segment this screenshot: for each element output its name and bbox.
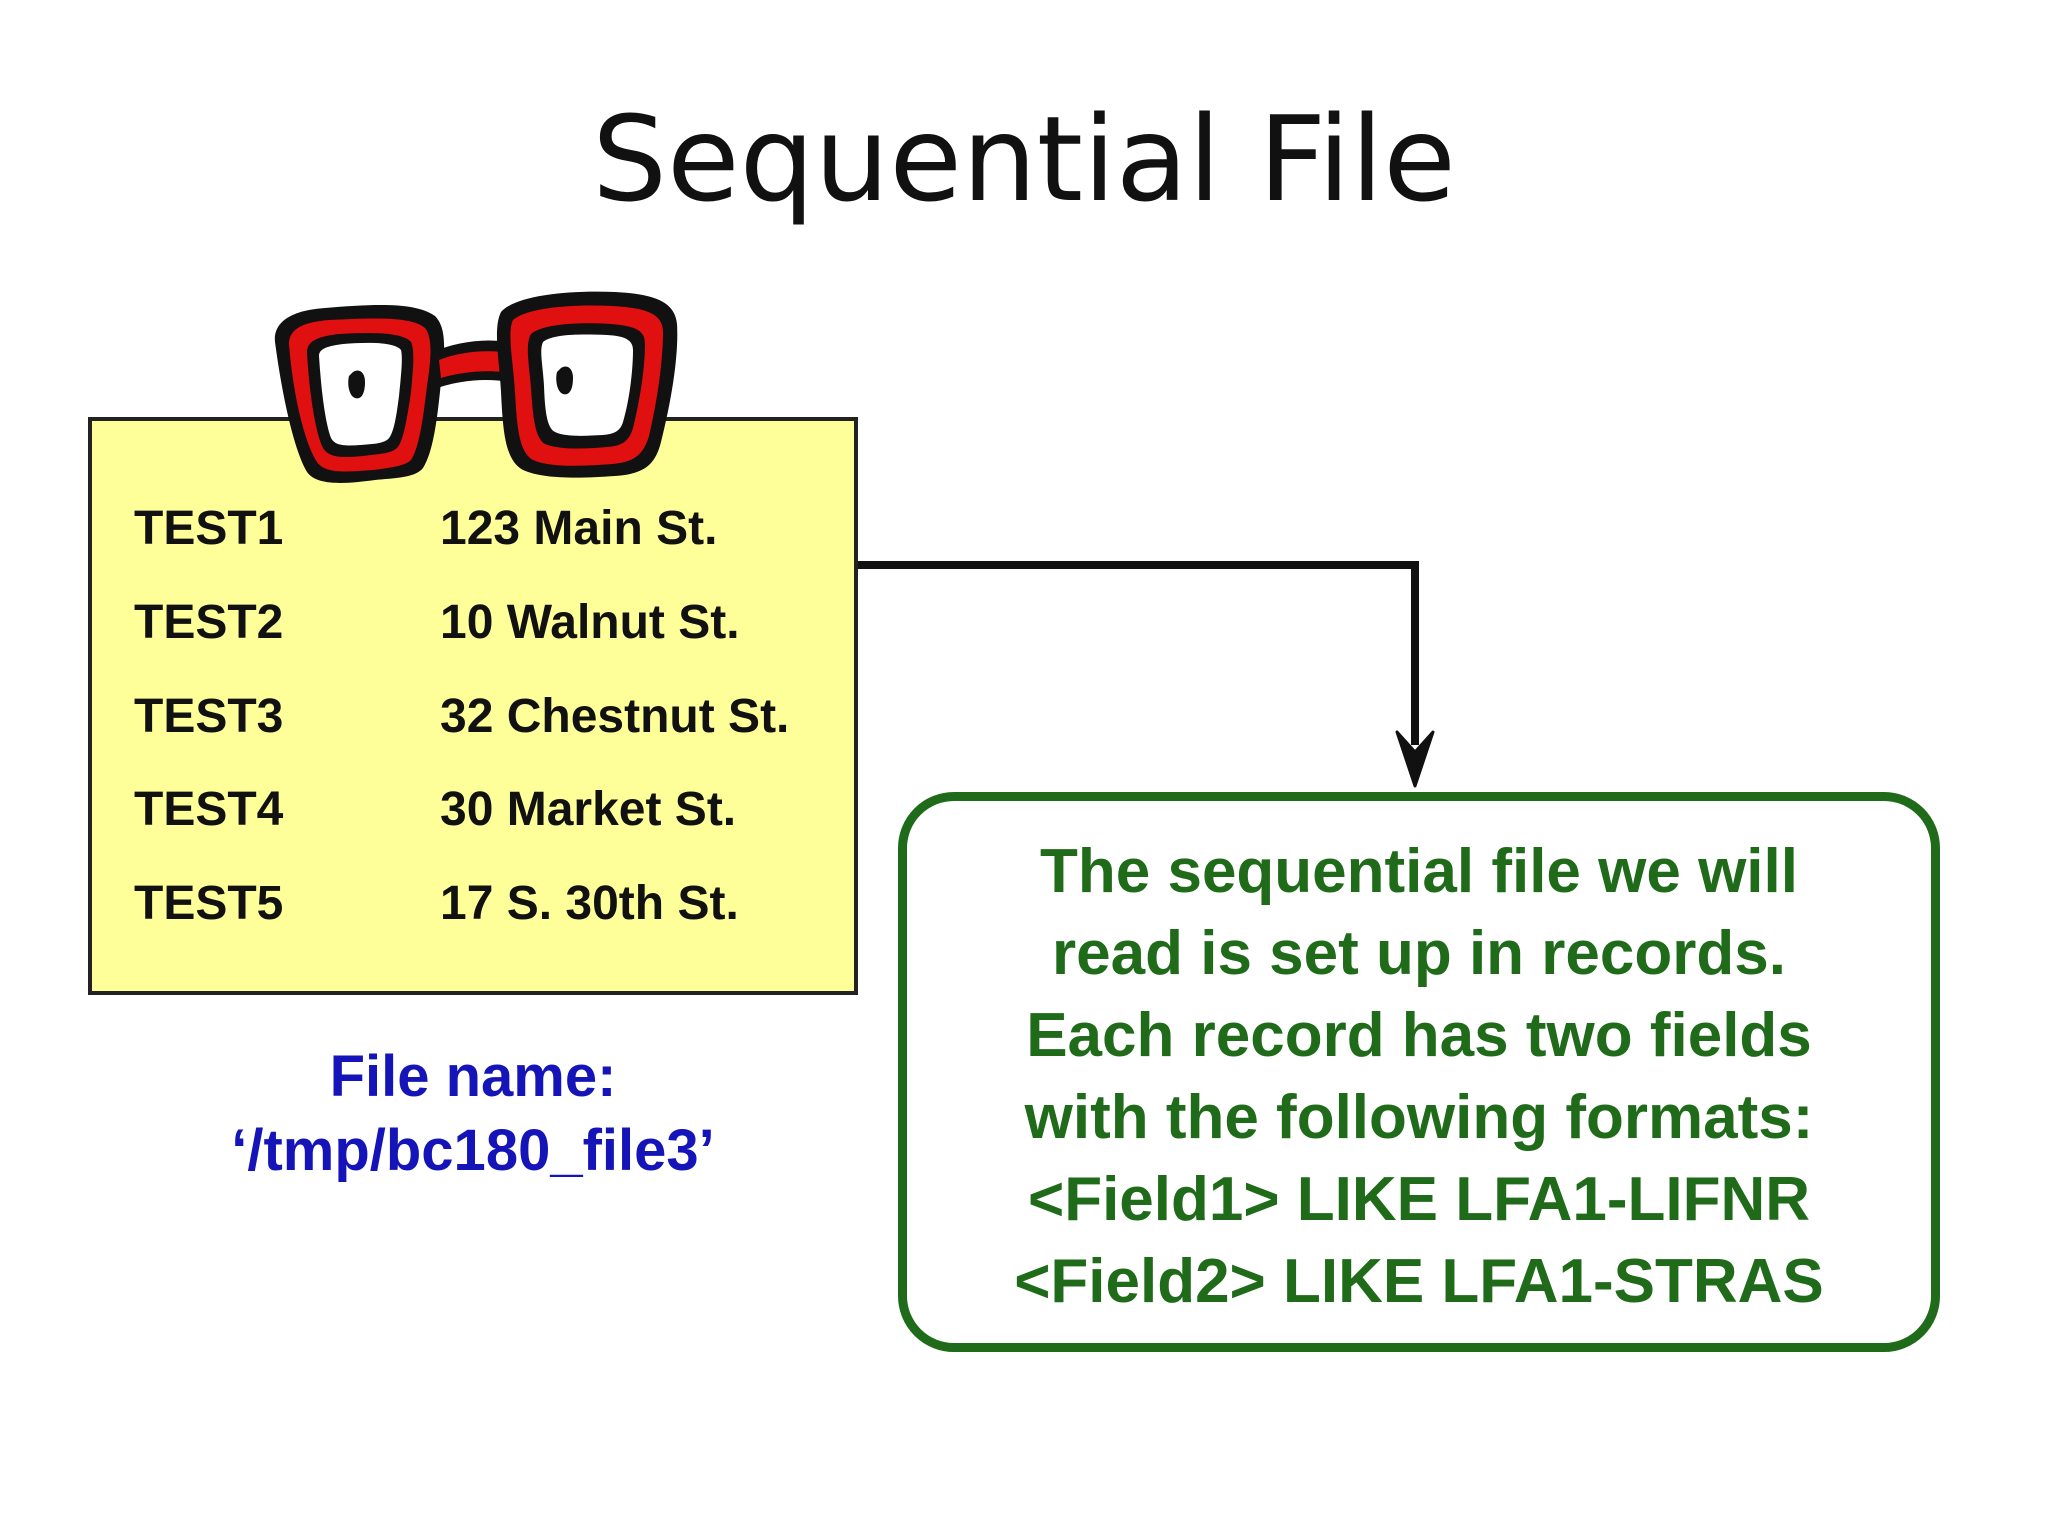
record-field2: 123 Main St. [440, 502, 718, 555]
record-format-callout: The sequential file we will read is set … [898, 792, 1940, 1352]
file-name-value: ‘/tmp/bc180_file3’ [231, 1118, 715, 1183]
callout-line: read is set up in records. [1052, 919, 1786, 988]
callout-line: with the following formats: [1024, 1083, 1814, 1152]
callout-text: The sequential file we will read is set … [907, 831, 1931, 1323]
record-field1: TEST5 [134, 877, 284, 930]
record-row: TEST5 17 S. 30th St. [92, 876, 854, 946]
file-name-label: File name: [329, 1044, 617, 1109]
callout-line: The sequential file we will [1040, 837, 1798, 906]
record-field2: 30 Market St. [440, 783, 737, 836]
record-row: TEST4 30 Market St. [92, 782, 854, 852]
record-field2: 10 Walnut St. [440, 596, 740, 649]
record-field2: 17 S. 30th St. [440, 877, 739, 930]
record-row: TEST2 10 Walnut St. [92, 595, 854, 665]
record-field1: TEST1 [134, 502, 284, 555]
file-name-caption: File name: ‘/tmp/bc180_file3’ [88, 1040, 858, 1188]
record-field1: TEST2 [134, 596, 284, 649]
record-field1: TEST4 [134, 783, 284, 836]
page-title: Sequential File [592, 90, 1456, 228]
record-row: TEST1 123 Main St. [92, 501, 854, 571]
callout-line: <Field2> LIKE LFA1-STRAS [1014, 1247, 1824, 1316]
eyeglasses-icon [274, 291, 678, 483]
callout-line: Each record has two fields [1026, 1001, 1812, 1070]
record-row: TEST3 32 Chestnut St. [92, 689, 854, 759]
file-contents-card: TEST1 123 Main St. TEST2 10 Walnut St. T… [88, 417, 858, 995]
callout-line: <Field1> LIKE LFA1-LIFNR [1028, 1165, 1810, 1234]
record-field1: TEST3 [134, 690, 284, 743]
record-field2: 32 Chestnut St. [440, 690, 790, 743]
